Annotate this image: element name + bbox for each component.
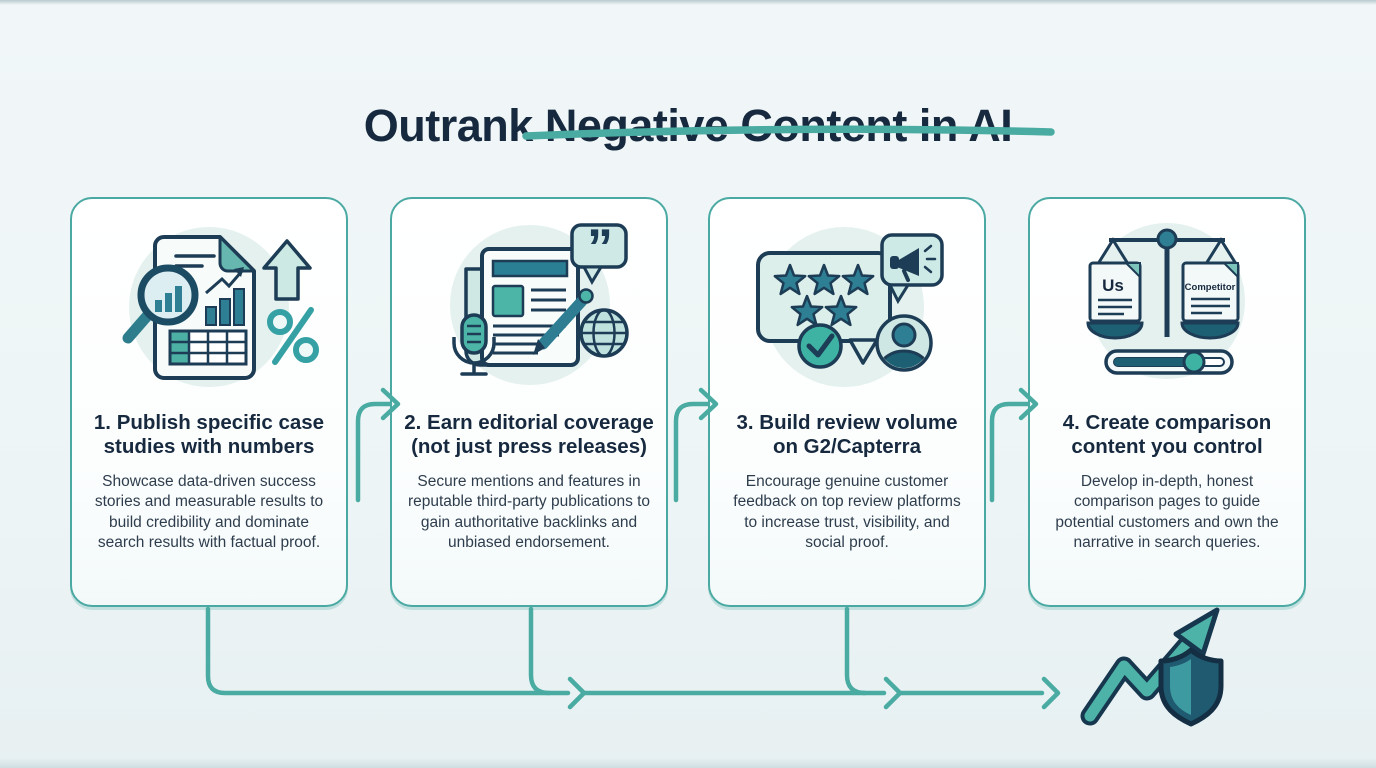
step-card-2: ” 2. Earn editorial coverage (not just p…	[390, 197, 668, 607]
svg-text:”: ”	[587, 219, 613, 277]
megaphone-bubble-icon	[880, 233, 944, 305]
magnifier-icon	[122, 264, 199, 344]
globe-icon	[579, 308, 629, 358]
flow-chevron-3	[1041, 676, 1061, 710]
step-card-1: 1. Publish specific case studies with nu…	[70, 197, 348, 607]
title-underline-swoosh	[522, 125, 1055, 140]
competitor-label: Competitor	[1185, 282, 1236, 293]
top-edge-shade	[0, 0, 1376, 5]
table-grid-icon	[168, 329, 248, 366]
step-3-title: 3. Build review volume on G2/Capterra	[736, 411, 958, 458]
balance-scale-icon	[1094, 228, 1240, 337]
star-icons	[773, 263, 875, 327]
pen-icon	[533, 288, 594, 355]
bottom-flow-line	[205, 606, 1061, 710]
growth-arrow-icon	[1080, 607, 1220, 726]
up-arrow-icon	[262, 239, 312, 301]
quote-bubble-icon: ”	[570, 219, 628, 286]
percent-icon	[267, 307, 319, 365]
scale-pans	[1086, 321, 1240, 340]
shield-icon	[1158, 647, 1224, 727]
us-document-icon: Us	[1088, 261, 1142, 323]
bottom-edge-shade	[0, 758, 1376, 768]
user-avatar-icon	[875, 314, 933, 372]
slider-knob	[1182, 350, 1206, 374]
us-label: Us	[1102, 276, 1124, 295]
step-3-description: Encourage genuine customer feedback on t…	[733, 472, 961, 552]
comparison-balance-scale-icon: Us Competitor	[1086, 223, 1245, 379]
step-4-title: 4. Create comparison content you control	[1062, 411, 1272, 458]
page-title: Outrank Negative Content in AI	[363, 100, 1013, 152]
checkmark-circle-icon	[797, 323, 843, 369]
review-stars-bubble-icon	[756, 227, 944, 387]
step-card-4: Us Competitor 4. Create comparison conte…	[1028, 197, 1306, 607]
bar-chart-icon	[205, 267, 245, 326]
step-2-description: Secure mentions and features in reputabl…	[407, 472, 651, 552]
flow-chevron-1	[567, 676, 587, 710]
step-1-description: Showcase data-driven success stories and…	[94, 472, 324, 552]
step-card-3: 3. Build review volume on G2/Capterra En…	[708, 197, 986, 607]
competitor-document-icon: Competitor	[1181, 261, 1240, 323]
step-4-description: Develop in-depth, honest comparison page…	[1055, 472, 1279, 552]
case-study-magnifier-chart-icon	[122, 227, 319, 387]
step-2-title: 2. Earn editorial coverage (not just pre…	[404, 411, 654, 458]
comparison-slider	[1104, 349, 1234, 375]
flow-chevron-2	[883, 676, 903, 710]
step-1-title: 1. Publish specific case studies with nu…	[93, 411, 325, 458]
newspaper-press-pen-icon: ”	[450, 219, 629, 385]
microphone-icon	[452, 313, 496, 376]
